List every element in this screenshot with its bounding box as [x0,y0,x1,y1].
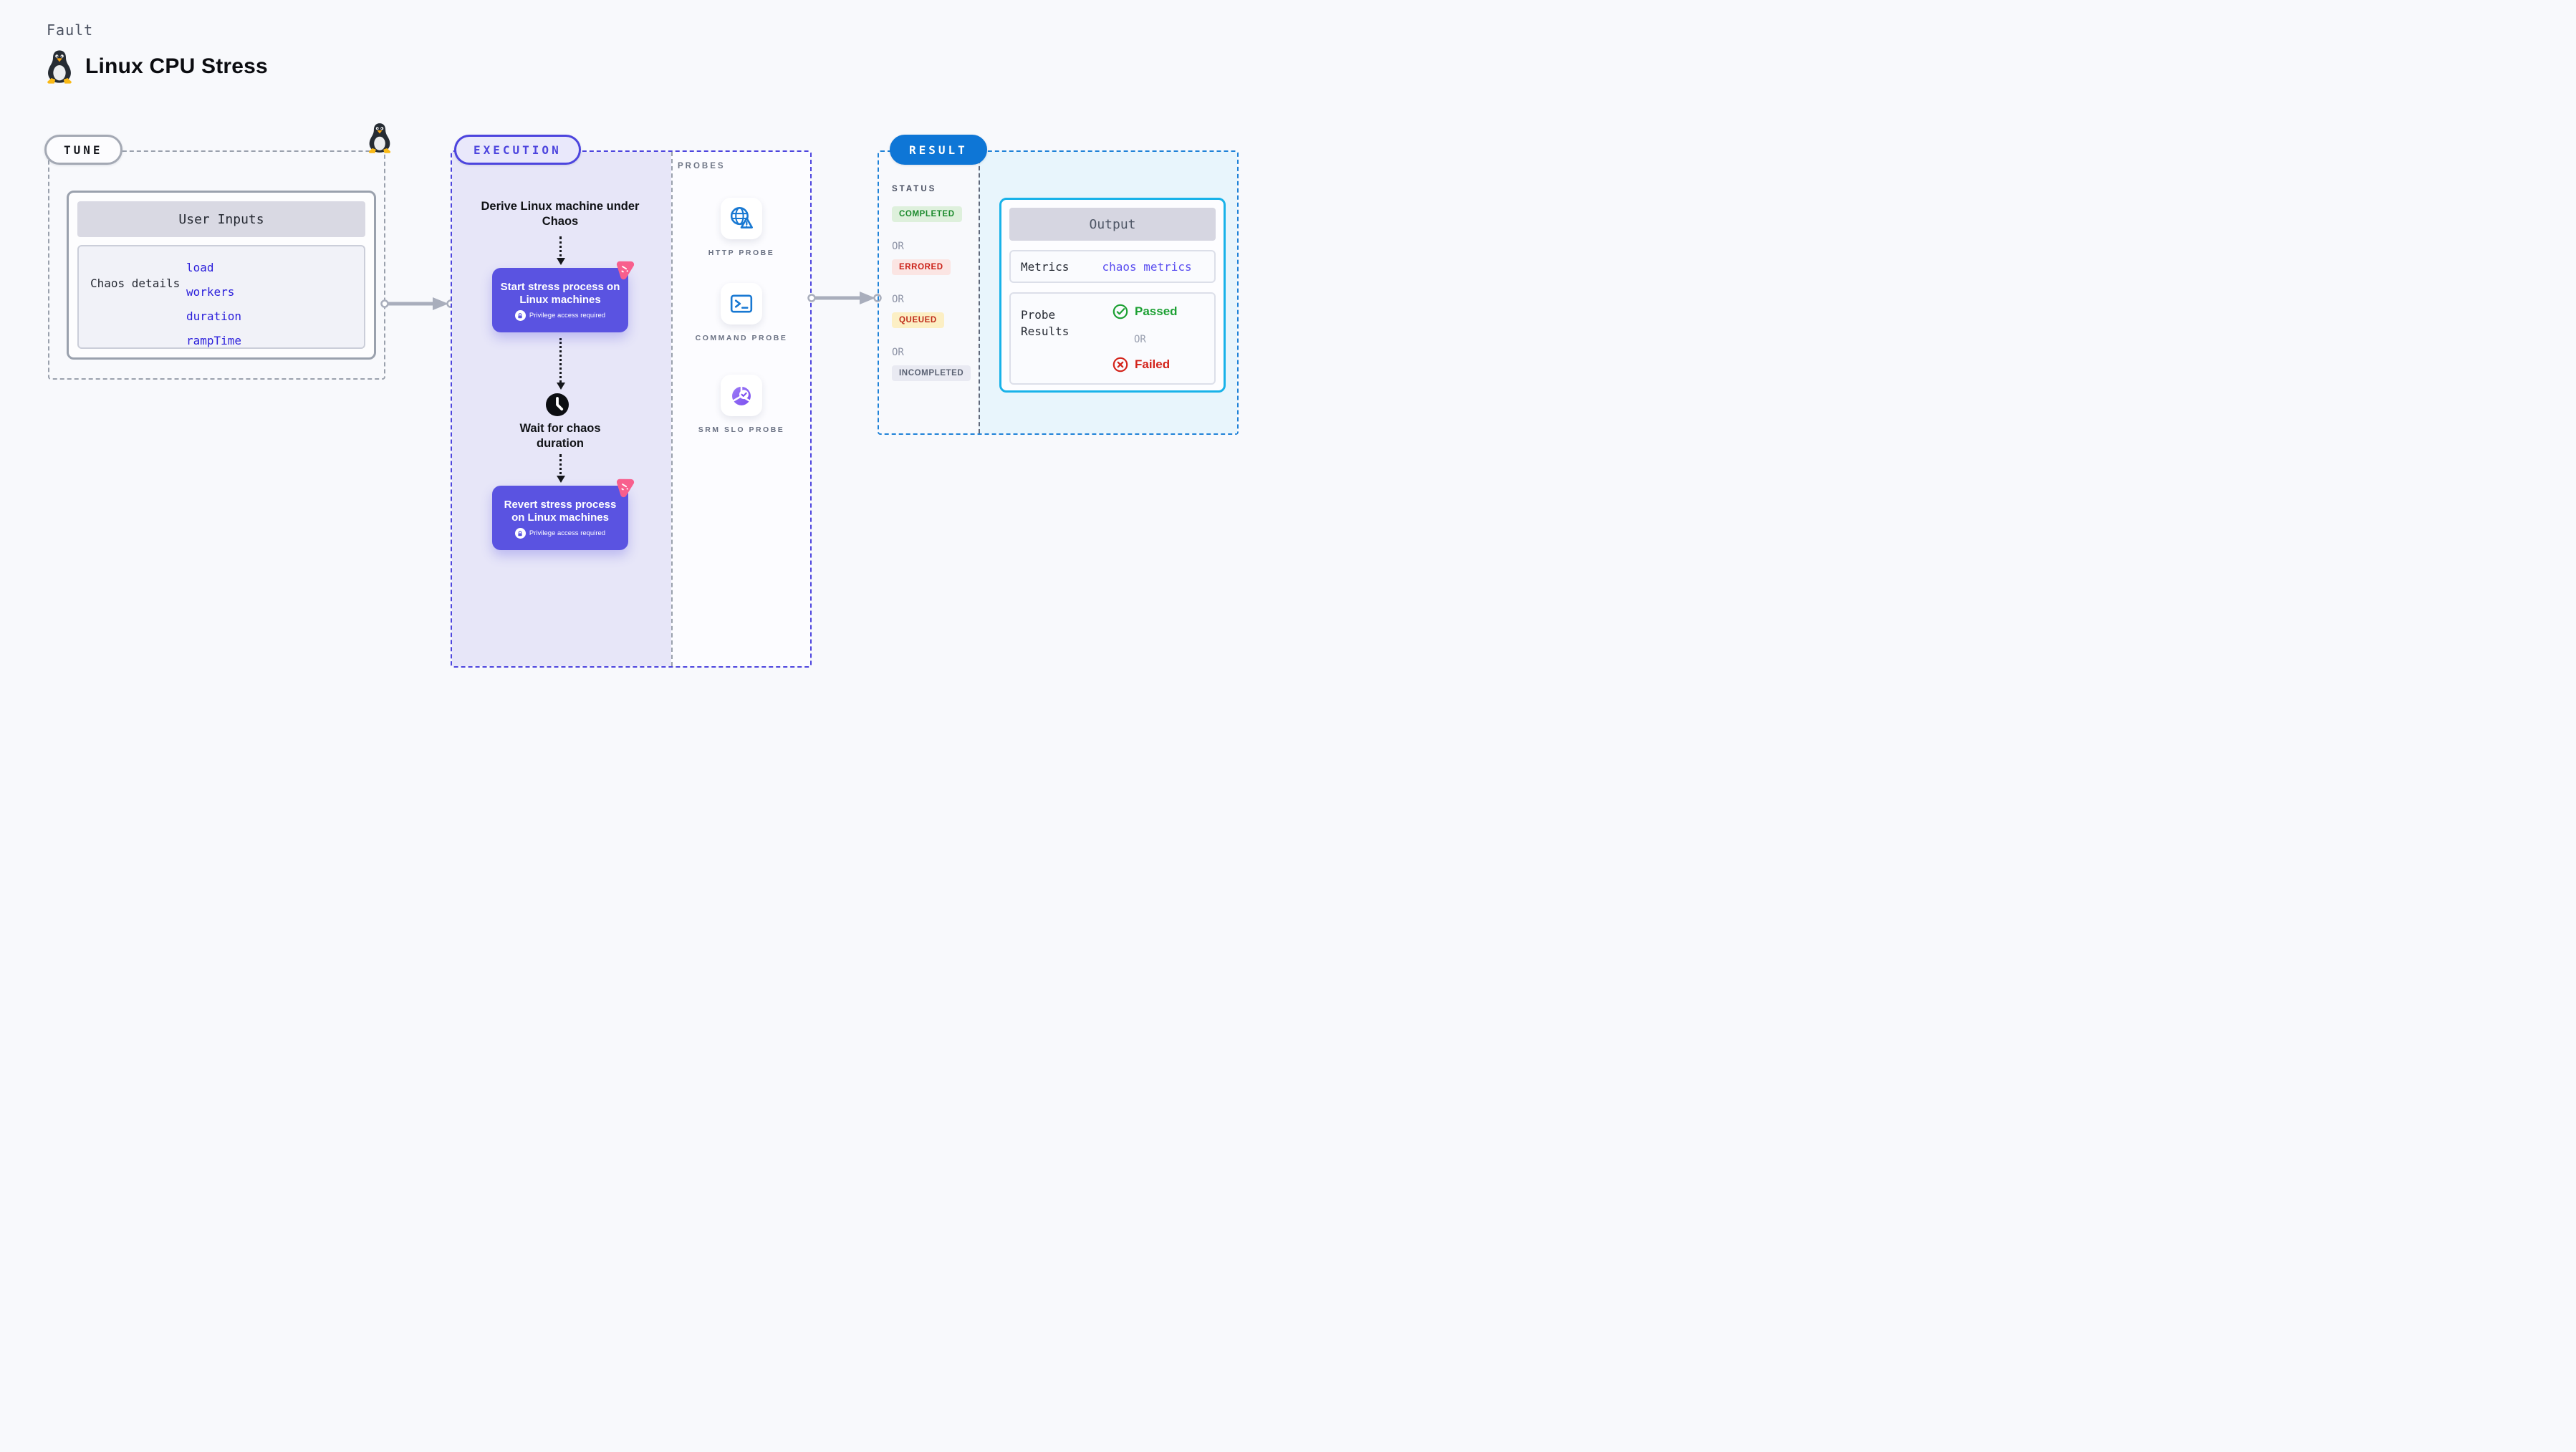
status-badge-queued: QUEUED [892,312,944,328]
check-circle-icon [1112,304,1128,319]
revert-stress-title: Revert stress process on Linux machines [504,498,617,524]
metrics-label: Metrics [1021,259,1070,274]
globe-warning-icon [730,207,753,229]
user-inputs-header: User Inputs [77,201,365,237]
privilege-badge: Privilege access required [514,528,606,539]
derive-step-label: Derive Linux machine under Chaos [481,200,640,229]
wait-step-label: Wait for chaos duration [519,422,601,451]
connector-execution-to-result [807,292,882,304]
link-ramptime[interactable]: rampTime [186,334,242,347]
flow-arrow-2 [556,338,565,390]
status-badge-incompleted: INCOMPLETED [892,365,971,381]
start-stress-node: Start stress process on Linux machines P… [492,261,635,332]
chaos-details-panel: Chaos details load workers duration ramp… [77,245,365,349]
user-inputs-card: User Inputs Chaos details load workers d… [67,191,376,360]
status-badge-errored: ERRORED [892,259,951,275]
x-circle-icon [1112,357,1128,372]
result-pill: RESULT [890,135,987,165]
clock-icon [545,393,569,417]
privilege-badge-text: Privilege access required [529,312,606,320]
status-badge-completed: COMPLETED [892,206,962,222]
revert-stress-node: Revert stress process on Linux machines … [492,479,635,550]
page-header: Linux CPU Stress [45,49,268,85]
start-stress-title: Start stress process on Linux machines [500,280,620,306]
metrics-row: Metrics chaos metrics [1009,250,1216,283]
or-separator: OR [1134,334,1146,345]
chaos-hurricane-icon [616,261,635,280]
tune-section-box [48,150,385,380]
command-probe-label: COMMAND PROBE [695,334,788,342]
probes-label: PROBES [678,162,726,170]
failed-text: Failed [1135,357,1171,371]
tux-penguin-icon [47,50,72,84]
lock-icon [514,528,526,539]
http-probe-label: HTTP PROBE [708,249,775,257]
status-label: STATUS [892,185,937,193]
privilege-badge-text: Privilege access required [529,529,606,538]
terminal-icon [730,294,753,313]
probe-results-row: Probe Results Passed OR Failed [1009,292,1216,385]
probe-results-label: Probe Results [1021,308,1070,339]
link-load[interactable]: load [186,261,214,274]
flow-arrow-1 [556,236,565,265]
page-title: Linux CPU Stress [85,54,268,78]
fault-eyebrow: Fault [47,21,94,39]
srm-slo-probe-card [721,375,762,416]
execution-pill: EXECUTION [454,135,581,165]
failed-result: Failed [1112,357,1170,372]
link-workers[interactable]: workers [186,285,235,299]
or-separator: OR [892,347,904,358]
connector-tune-to-execution [380,297,455,310]
http-probe-card [721,198,762,239]
diagram-canvas: Fault Linux CPU Stress TUNE User Inputs [0,0,1288,726]
link-duration[interactable]: duration [186,309,242,323]
or-separator: OR [892,294,904,305]
passed-result: Passed [1112,304,1178,319]
tux-penguin-small-icon [367,122,393,154]
flow-arrow-3 [556,454,565,483]
lock-icon [514,310,526,322]
command-probe-card [721,283,762,324]
passed-text: Passed [1135,304,1178,318]
or-separator: OR [892,241,904,252]
tune-pill: TUNE [44,135,122,165]
output-card: Output Metrics chaos metrics Probe Resul… [999,198,1226,393]
chaos-metrics-link[interactable]: chaos metrics [1102,259,1192,274]
chaos-hurricane-icon [616,479,635,498]
slo-pie-check-icon [732,386,751,405]
chaos-details-label: Chaos details [90,277,181,290]
privilege-badge: Privilege access required [514,310,606,322]
srm-slo-probe-label: SRM SLO PROBE [698,425,785,434]
output-header: Output [1009,208,1216,241]
